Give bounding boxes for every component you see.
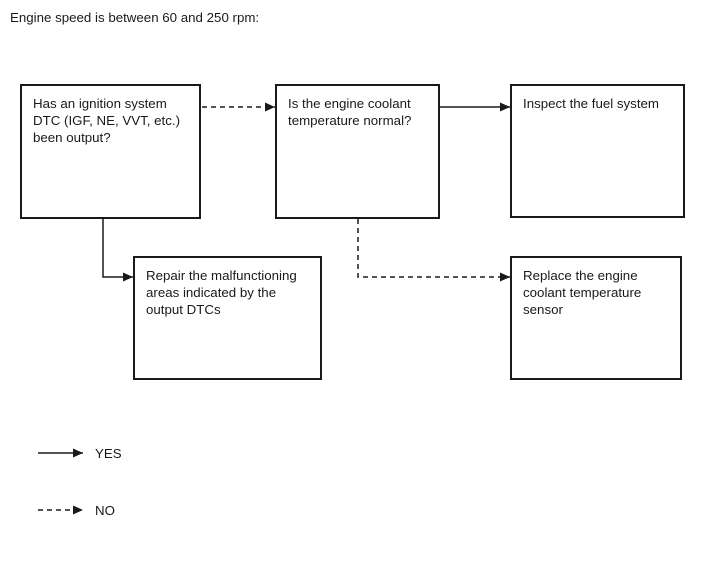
node-ignition-dtc-question: Has an ignition system DTC (IGF, NE, VVT… bbox=[20, 84, 201, 219]
node-label: Replace the engine coolant temperature s… bbox=[523, 268, 642, 317]
legend-entry-yes: YES bbox=[38, 445, 122, 461]
node-label: Repair the malfunctioning areas indicate… bbox=[146, 268, 297, 317]
edge-yes-ignition-to-repair bbox=[102, 219, 133, 282]
dashed-arrow-icon bbox=[38, 505, 83, 515]
node-replace-ect-sensor: Replace the engine coolant temperature s… bbox=[510, 256, 682, 380]
legend-yes-label: YES bbox=[95, 445, 122, 461]
legend-entry-no: NO bbox=[38, 502, 115, 518]
node-coolant-temp-question: Is the engine coolant temperature normal… bbox=[275, 84, 440, 219]
node-label: Inspect the fuel system bbox=[523, 96, 659, 111]
solid-arrow-icon bbox=[38, 448, 83, 458]
edge-no-coolant-to-sensor bbox=[357, 219, 510, 282]
node-inspect-fuel-system: Inspect the fuel system bbox=[510, 84, 685, 218]
page-title: Engine speed is between 60 and 250 rpm: bbox=[10, 10, 260, 25]
legend-no-label: NO bbox=[95, 502, 115, 518]
node-label: Is the engine coolant temperature normal… bbox=[288, 96, 412, 128]
node-repair-dtc-areas: Repair the malfunctioning areas indicate… bbox=[133, 256, 322, 380]
node-label: Has an ignition system DTC (IGF, NE, VVT… bbox=[33, 96, 181, 145]
